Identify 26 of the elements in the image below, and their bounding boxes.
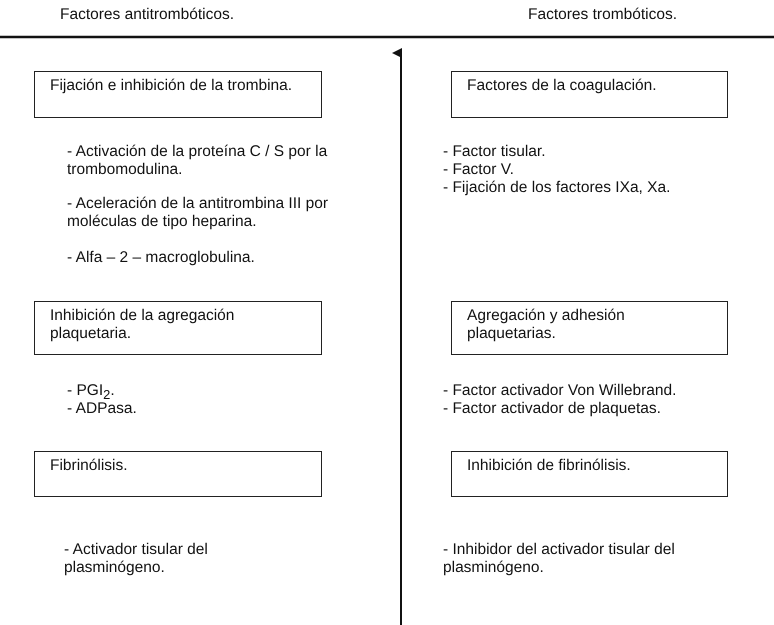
box-title: Agregación y adhesión plaquetarias. [466, 306, 626, 343]
list-item: - PGI$_{2}$. [67, 382, 115, 402]
list-item: - Activación de la proteína C / S por la trombomodulina. [67, 143, 328, 179]
list-item: - Aceleración de la antitrombina III por moléculas de tipo heparina. [67, 195, 330, 231]
column-heading: Factores antitrombóticos. [60, 6, 234, 24]
category-box [451, 71, 728, 118]
box-title: Fijación e inhibición de la trombina. [49, 76, 294, 95]
list-item: - Activador tisular del plasminógeno. [64, 541, 209, 577]
category-box [34, 71, 322, 118]
list-item: - Factor activador de plaquetas. [443, 400, 661, 418]
box-title: Inhibición de la agregación plaquetaria. [49, 306, 236, 343]
list-item: - Inhibidor del activador tisular del plasminógeno. [443, 541, 676, 577]
box-title: Inhibición de fibrinólisis. [466, 456, 632, 475]
column-heading: Factores trombóticos. [528, 6, 678, 24]
list-item: - Factor activador Von Willebrand. [443, 382, 676, 400]
list-item: - Alfa – 2 – macroglobulina. [67, 249, 255, 267]
list-item: - Factor tisular. [443, 143, 546, 161]
list-item: - Fijación de los factores IXa, Xa. [443, 179, 670, 197]
list-item: - Factor V. [443, 161, 514, 179]
category-box [34, 451, 322, 497]
box-title: Fibrinólisis. [49, 456, 129, 475]
box-title: Factores de la coagulación. [466, 76, 658, 95]
category-box [451, 451, 728, 497]
category-box [34, 301, 322, 355]
category-box [451, 301, 728, 355]
list-item: - ADPasa. [67, 400, 137, 418]
